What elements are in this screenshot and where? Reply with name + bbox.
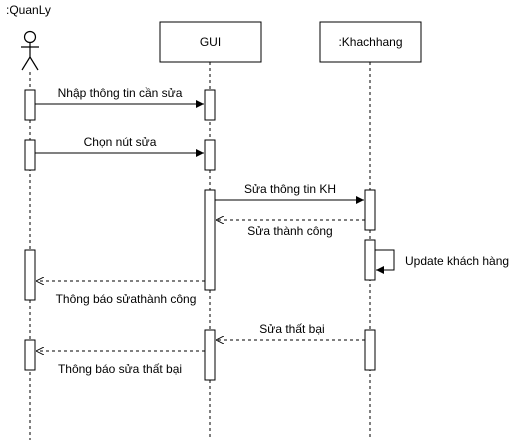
message-update-khach-hang: Update khách hàng (375, 249, 509, 274)
activation-gui-4 (204, 329, 216, 381)
message-thong-bao-sua-thanh-cong: Thông báo sửathành công (36, 281, 205, 306)
message-sua-thong-tin-kh: Sửa thông tin KH (215, 182, 364, 204)
activation-quanly-2 (24, 139, 36, 171)
message-label: Nhập thông tin cần sửa (58, 86, 183, 100)
activation-gui-3 (204, 189, 216, 291)
participant-khachhang: :Khachhang (319, 21, 422, 63)
message-sua-thanh-cong: Sửa thành công (216, 220, 365, 238)
activation-quanly-3 (24, 249, 36, 301)
participant-gui: GUI (159, 21, 262, 63)
message-sua-that-bai: Sửa thất bại (216, 322, 365, 340)
activation-gui-1 (204, 89, 216, 121)
activation-khachhang-2 (364, 239, 376, 281)
message-label: Update khách hàng (405, 254, 509, 268)
message-thong-bao-sua-that-bai: Thông báo sửa thất bại (36, 351, 205, 376)
participant-label-quanly: :QuanLy (6, 3, 51, 17)
message-nhap-thong-tin: Nhập thông tin cần sửa (35, 86, 204, 108)
message-label: Chọn nút sửa (84, 135, 157, 149)
message-label: Sửa thất bại (259, 322, 324, 336)
message-label: Thông báo sửa thất bại (58, 362, 182, 376)
participant-label-khachhang: :Khachhang (338, 35, 402, 49)
activation-gui-2 (204, 139, 216, 171)
self-message-arrow (375, 249, 395, 274)
activation-quanly-1 (24, 89, 36, 121)
actor-icon (21, 30, 39, 71)
message-label: Sửa thành công (247, 224, 332, 238)
activation-khachhang-3 (364, 329, 376, 371)
participant-box-gui (159, 21, 262, 63)
message-chon-nut-sua: Chọn nút sửa (35, 135, 204, 157)
participant-label-gui: GUI (200, 35, 221, 49)
activation-quanly-4 (24, 339, 36, 371)
activation-khachhang-1 (364, 189, 376, 231)
message-label: Thông báo sửathành công (56, 292, 197, 306)
participant-quanly: :QuanLy (6, 3, 51, 71)
participant-box-khachhang (319, 21, 422, 63)
message-label: Sửa thông tin KH (244, 182, 336, 196)
